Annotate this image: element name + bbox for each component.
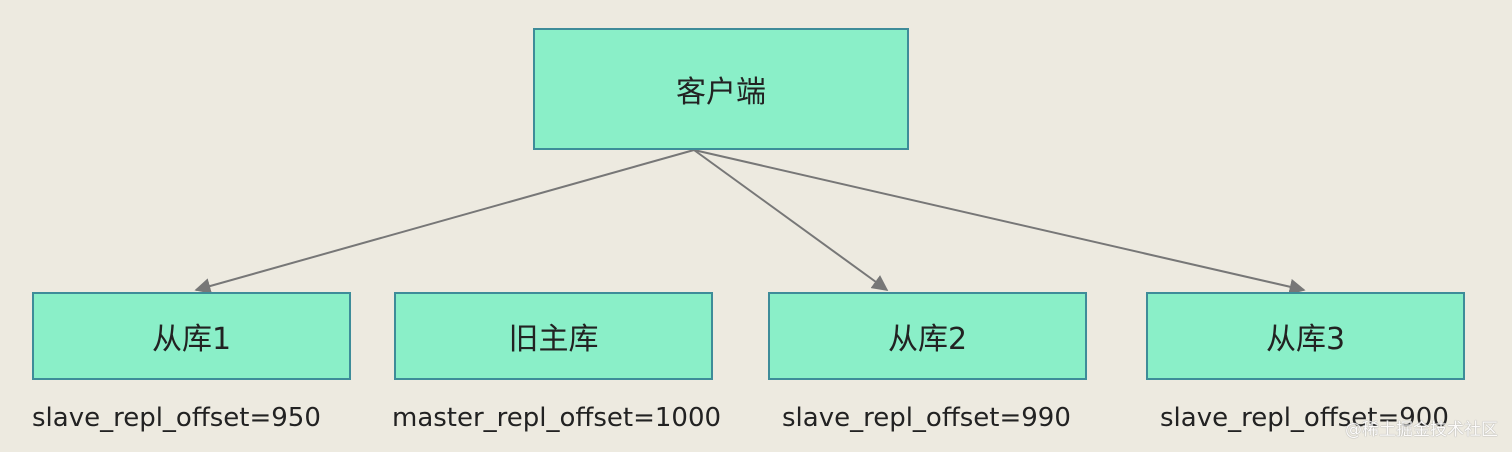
slave3-node: 从库3	[1146, 292, 1465, 380]
old-master-offset-label: master_repl_offset=1000	[392, 403, 722, 433]
old-master-node: 旧主库	[394, 292, 713, 380]
slave2-node: 从库2	[768, 292, 1087, 380]
watermark: @稀土掘金技术社区	[1345, 420, 1498, 440]
edge-client-to-slave2	[693, 149, 889, 291]
slave1-node: 从库1	[32, 292, 351, 380]
slave1-offset-label: slave_repl_offset=950	[32, 403, 321, 433]
edge-client-to-slave3	[693, 149, 1306, 295]
slave3-offset-label: slave_repl_offset=900	[1160, 403, 1449, 433]
edge-client-to-slave1	[194, 149, 695, 294]
slave2-offset-label: slave_repl_offset=990	[782, 403, 1071, 433]
client-node: 客户端	[533, 28, 909, 150]
